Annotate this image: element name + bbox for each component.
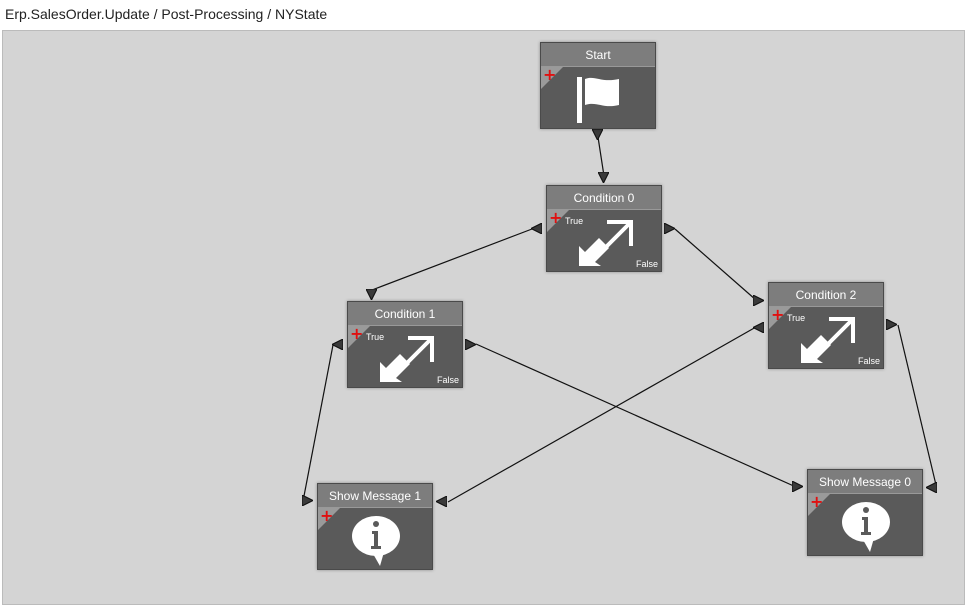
- flag-icon: [577, 77, 619, 123]
- info-bubble-icon: [842, 502, 890, 552]
- wire-cond2-sm0[interactable]: [897, 324, 937, 486]
- true-label: True: [366, 332, 385, 342]
- breadcrumb-title: Erp.SalesOrder.Update / Post-Processing …: [0, 0, 969, 30]
- node-condition-1[interactable]: Condition 1 + True False: [347, 301, 463, 388]
- condition-arrows-icon: [801, 317, 855, 363]
- info-bubble-icon: [352, 516, 400, 566]
- wire-cond0-cond1[interactable]: [371, 228, 533, 291]
- node-title: Condition 1: [348, 302, 462, 326]
- add-icon[interactable]: +: [543, 65, 557, 84]
- wire-cond0-cond2[interactable]: [674, 228, 757, 301]
- node-title: Start: [541, 43, 655, 67]
- true-label: True: [787, 313, 806, 323]
- add-icon[interactable]: +: [320, 506, 334, 525]
- wire-start-cond0[interactable]: [597, 136, 605, 177]
- false-label: False: [857, 356, 880, 366]
- wire-cond2-sm1[interactable]: [447, 326, 757, 503]
- wire-cond1-sm0[interactable]: [475, 343, 797, 488]
- node-show-message-1[interactable]: Show Message 1 +: [317, 483, 433, 570]
- node-title: Condition 0: [547, 186, 661, 210]
- wire-cond1-sm1[interactable]: [303, 344, 334, 497]
- node-title: Show Message 1: [318, 484, 432, 508]
- true-label: True: [565, 216, 584, 226]
- node-condition-0[interactable]: Condition 0 + True False: [546, 185, 662, 272]
- false-label: False: [635, 259, 658, 269]
- condition-arrows-icon: [579, 220, 633, 266]
- node-start[interactable]: Start +: [540, 42, 656, 129]
- false-label: False: [436, 375, 459, 385]
- add-icon[interactable]: +: [771, 305, 785, 324]
- node-show-message-0[interactable]: Show Message 0 +: [807, 469, 923, 556]
- add-icon[interactable]: +: [350, 324, 364, 343]
- node-title: Condition 2: [769, 283, 883, 307]
- node-title: Show Message 0: [808, 470, 922, 494]
- add-icon[interactable]: +: [549, 208, 563, 227]
- node-condition-2[interactable]: Condition 2 + True False: [768, 282, 884, 369]
- condition-arrows-icon: [380, 336, 434, 382]
- add-icon[interactable]: +: [810, 492, 824, 511]
